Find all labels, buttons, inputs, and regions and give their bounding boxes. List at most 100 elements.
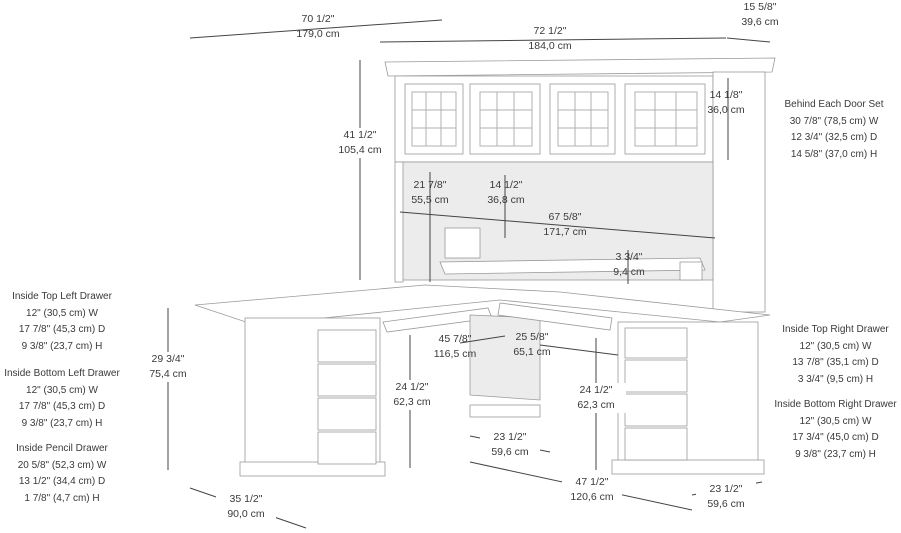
spec-title: Inside Bottom Left Drawer [4,368,120,379]
spec-line: 17 7/8" (45,3 cm) D [18,324,106,335]
spec-line: 12 3/4" (32,5 cm) D [790,132,878,143]
spec-pencil-drawer: Inside Pencil Drawer 20 5/8" (52,3 cm) W… [0,441,124,507]
drawer [317,397,377,431]
dim-imperial: 3 3/4" [615,251,643,263]
left-drawers [317,329,377,465]
dim-metric: 171,7 cm [543,226,587,238]
spec-line: 13 7/8" (35,1 cm) D [792,357,879,368]
door [404,83,464,155]
spec-bottom-left-drawer: Inside Bottom Left Drawer 12" (30,5 cm) … [0,366,124,432]
dim-imperial: 45 7/8" [438,333,472,345]
dim-imperial: 15 5/8" [743,1,777,13]
dim-metric: 62,3 cm [393,396,431,408]
dim-overall-depth-left: 70 1/2" 179,0 cm [268,12,368,42]
dim-right-depth: 23 1/2" 59,6 cm [696,482,756,512]
dim-metric: 65,1 cm [513,346,551,358]
hutch-crown [384,57,776,77]
drawer [624,359,688,393]
spec-line: 12" (30,5 cm) W [799,415,872,427]
spec-bottom-right-drawer: Inside Bottom Right Drawer 12" (30,5 cm)… [770,397,901,463]
dim-imperial: 23 1/2" [709,483,743,495]
dim-imperial: 41 1/2" [343,129,377,141]
spec-line: 17 7/8" (45,3 cm) D [18,401,106,412]
dim-imperial: 67 5/8" [548,211,582,223]
spec-line: 12" (30,5 cm) W [26,384,98,396]
dim-imperial: 25 5/8" [515,331,549,343]
dimension-lines [167,19,771,529]
dim-metric: 105,4 cm [338,144,382,156]
drawer [624,327,688,359]
dim-knee-height-left: 24 1/2" 62,3 cm [382,380,442,410]
dim-knee-space-width-right: 25 5/8" 65,1 cm [502,330,562,360]
dim-metric: 59,6 cm [491,446,529,458]
center-base [469,404,541,418]
dim-metric: 120,6 cm [570,491,614,503]
hutch [384,57,776,313]
dim-left-opening-height: 21 7/8" 55,5 cm [400,178,460,208]
spec-line: 12" (30,5 cm) W [799,340,872,352]
spec-line: 9 3/8" (23,7 cm) H [795,448,876,460]
dim-imperial: 29 3/4" [151,353,185,365]
spec-line: 30 7/8" (78,5 cm) W [789,115,879,127]
dim-hutch-cabinet-height: 14 1/8" 36,0 cm [696,88,756,118]
dim-imperial: 24 1/2" [579,384,613,396]
dim-imperial: 72 1/2" [533,25,567,37]
door [624,83,706,155]
drawer [624,427,688,461]
hutch-shelf [439,257,706,275]
dim-metric: 116,5 cm [433,348,477,360]
dim-knee-height-right: 24 1/2" 62,3 cm [566,383,626,413]
spec-line: 20 5/8" (52,3 cm) W [17,459,107,471]
door [549,83,616,155]
dim-metric: 75,4 cm [149,368,187,380]
dim-metric: 36,0 cm [707,104,745,116]
dim-hutch-inner-width: 67 5/8" 171,7 cm [535,210,595,240]
pencil-cup [679,261,703,281]
spec-title: Inside Bottom Right Drawer [774,399,897,410]
dim-center-opening-height: 14 1/2" 36,8 cm [476,178,536,208]
dim-knee-depth: 23 1/2" 59,6 cm [480,430,540,460]
dim-hutch-width: 72 1/2" 184,0 cm [500,24,600,54]
dim-metric: 90,0 cm [227,508,265,520]
spec-line: 1 7/8" (4,7 cm) H [24,492,100,504]
dim-metric: 59,6 cm [707,498,745,510]
hutch-left-side [394,161,404,283]
spec-title: Inside Top Right Drawer [782,324,889,335]
spec-line: 12" (30,5 cm) W [26,307,98,319]
file-organizer [444,227,481,259]
spec-line: 9 3/8" (23,7 cm) H [21,340,103,352]
dim-desk-height: 29 3/4" 75,4 cm [138,352,198,382]
spec-top-right-drawer: Inside Top Right Drawer 12" (30,5 cm) W … [770,322,901,388]
right-base [611,459,765,475]
dim-hutch-height: 41 1/2" 105,4 cm [330,128,390,158]
dim-hutch-depth: 15 5/8" 39,6 cm [730,0,790,30]
spec-line: 9 3/8" (23,7 cm) H [21,417,103,429]
dim-imperial: 70 1/2" [301,13,335,25]
dim-metric: 9,4 cm [613,266,645,278]
door [469,83,541,155]
drawer [317,329,377,363]
drawer [317,363,377,397]
dim-imperial: 35 1/2" [229,493,263,505]
dim-imperial: 14 1/8" [709,89,743,101]
spec-top-left-drawer: Inside Top Left Drawer 12" (30,5 cm) W 1… [0,289,124,355]
dim-left-depth: 35 1/2" 90,0 cm [216,492,276,522]
dim-imperial: 24 1/2" [395,381,429,393]
desk [194,284,771,477]
spec-title: Inside Pencil Drawer [16,443,108,454]
dim-imperial: 23 1/2" [493,431,527,443]
dim-metric: 184,0 cm [528,40,572,52]
keyboard-tray [497,302,613,331]
dim-right-return-length: 47 1/2" 120,6 cm [562,475,622,505]
spec-behind-door: Behind Each Door Set 30 7/8" (78,5 cm) W… [768,97,900,163]
dim-metric: 62,3 cm [577,399,615,411]
spec-line: 17 3/4" (45,0 cm) D [792,432,879,443]
dim-imperial: 14 1/2" [489,179,523,191]
drawer [624,393,688,427]
drawer [317,431,377,465]
dim-imperial: 47 1/2" [575,476,609,488]
spec-line: 14 5/8" (37,0 cm) H [790,148,878,160]
dim-metric: 55,5 cm [411,194,449,206]
spec-line: 3 3/4" (9,5 cm) H [797,373,874,385]
